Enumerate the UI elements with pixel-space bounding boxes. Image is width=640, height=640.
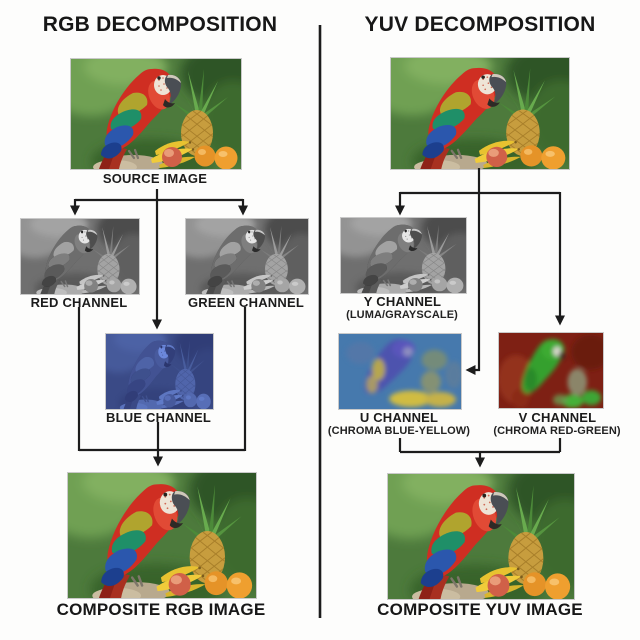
source-image-label: SOURCE IMAGE (102, 171, 208, 186)
blue-channel-label: BLUE CHANNEL (106, 410, 211, 425)
v-channel-sublabel: (CHROMA RED-GREEN) (493, 425, 621, 437)
composite-yuv-image (387, 473, 575, 600)
red-channel-label: RED CHANNEL (30, 295, 128, 310)
y-channel-sublabel: (LUMA/GRAYSCALE) (346, 309, 458, 321)
yuv-source-image (390, 57, 570, 170)
blue-channel-image (105, 333, 214, 410)
composite-rgb-image (67, 472, 257, 599)
rgb-source-image (70, 58, 242, 170)
green-channel-label: GREEN CHANNEL (188, 295, 304, 310)
u-channel-image (338, 333, 462, 410)
v-channel-image (498, 332, 604, 409)
u-channel-label: U CHANNEL (359, 410, 439, 425)
y-channel-label: Y CHANNEL (363, 294, 442, 309)
green-channel-image (185, 218, 309, 295)
red-channel-image (20, 218, 140, 295)
y-channel-image (340, 217, 467, 294)
u-channel-sublabel: (CHROMA BLUE-YELLOW) (327, 425, 471, 437)
v-channel-label: V CHANNEL (518, 410, 597, 425)
rgb-decomposition-title: RGB DECOMPOSITION (42, 13, 278, 36)
composite-yuv-label: COMPOSITE YUV IMAGE (377, 600, 583, 619)
composite-rgb-label: COMPOSITE RGB IMAGE (56, 600, 266, 619)
yuv-decomposition-title: YUV DECOMPOSITION (364, 13, 596, 36)
